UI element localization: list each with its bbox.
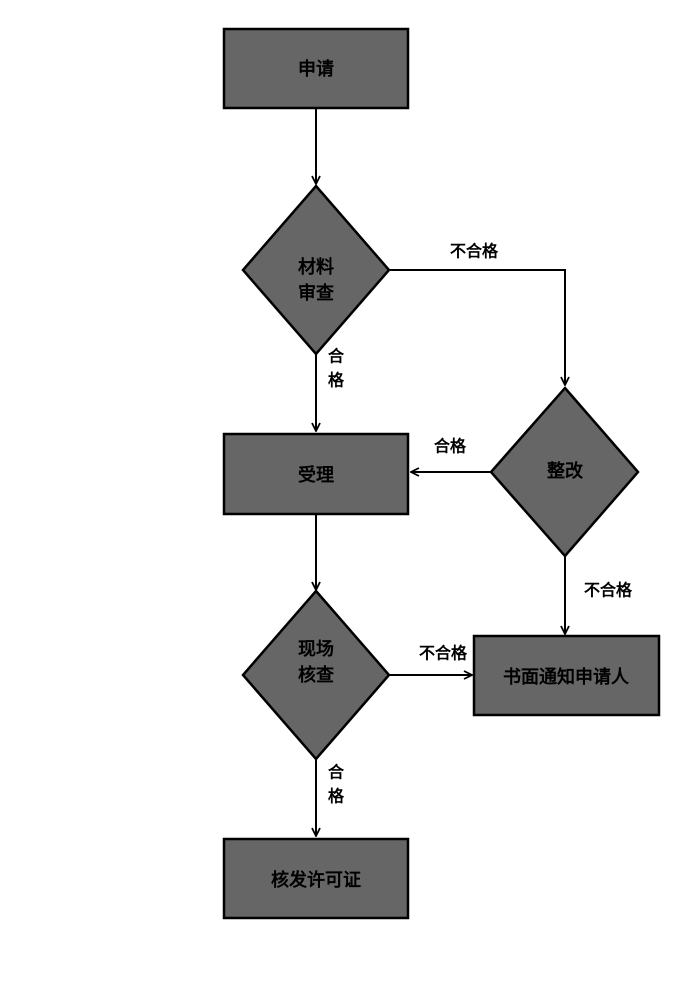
node-site-inspection-line2: 核查 <box>298 664 334 686</box>
node-rectify: 整改 <box>489 386 640 558</box>
node-apply-label: 申请 <box>298 58 334 80</box>
node-notify: 书面通知申请人 <box>472 634 661 717</box>
label-rectify-fail: 不合格 <box>584 581 633 600</box>
node-accept: 受理 <box>222 432 410 516</box>
node-notify-label: 书面通知申请人 <box>503 666 630 688</box>
label-inspection-fail: 不合格 <box>419 644 468 663</box>
label-rectify-pass: 合格 <box>434 437 467 456</box>
label-inspection-pass-1: 合 <box>328 763 345 782</box>
node-rectify-label: 整改 <box>546 460 584 482</box>
edge-review-to-rectify <box>389 269 565 385</box>
node-material-review-line1: 材料 <box>298 256 334 278</box>
node-accept-label: 受理 <box>298 464 334 486</box>
label-review-fail: 不合格 <box>450 242 499 261</box>
label-review-pass-1: 合 <box>328 347 345 366</box>
label-review-pass-2: 格 <box>328 371 345 390</box>
node-material-review: 材料 审查 <box>241 184 391 356</box>
label-inspection-pass-2: 格 <box>328 787 345 806</box>
node-issue-license: 核发许可证 <box>222 837 410 920</box>
node-site-inspection-line1: 现场 <box>298 639 334 660</box>
node-apply: 申请 <box>222 27 410 110</box>
node-material-review-line2: 审查 <box>298 282 334 304</box>
node-site-inspection: 现场 核查 <box>241 589 391 761</box>
node-issue-license-label: 核发许可证 <box>271 869 361 891</box>
